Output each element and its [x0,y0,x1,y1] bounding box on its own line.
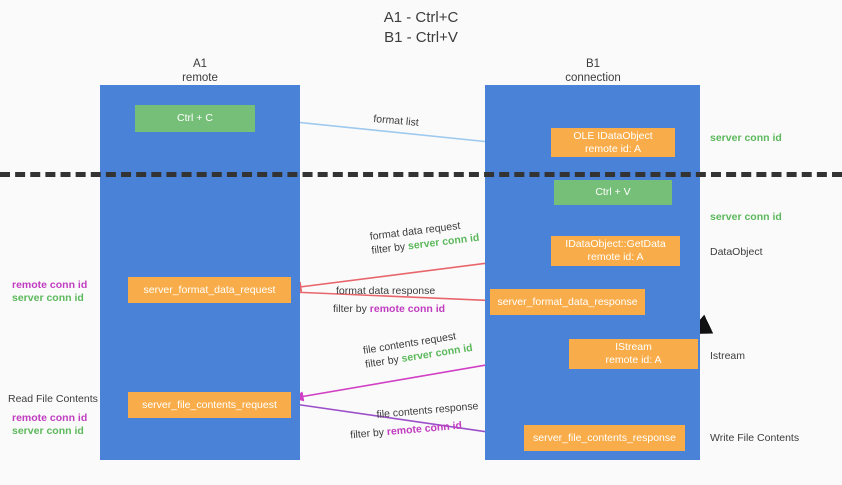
node-server-file-contents-request-label: server_file_contents_request [142,398,277,411]
edge-label-format-data-response: format data response filter by remote co… [333,284,445,316]
annotation-server-conn-id-2: server conn id [12,425,84,437]
node-ctrl-v-label: Ctrl + V [595,186,631,198]
column-header-b1-sub: connection [565,72,621,84]
annotation-read-file-contents: Read File Contents [8,393,98,405]
node-server-file-contents-response-label: server_file_contents_response [532,431,676,444]
node-istream-line1: IStream [615,341,652,353]
node-ctrl-v[interactable]: Ctrl + V [554,180,672,205]
annotation-write-file-contents: Write File Contents [710,432,800,444]
node-server-format-data-request[interactable]: server_format_data_request [128,277,291,303]
phase-separator [0,172,842,177]
node-istream-line2: remote id: A [605,354,662,366]
edge-label-file-contents-response-filter: filter by remote conn id [350,417,481,442]
edge-label-format-data-response-filter: filter by remote conn id [333,302,445,316]
column-header-a1-name: A1 [192,58,208,70]
node-idataobject-getdata-line1: IDataObject::GetData [565,238,666,250]
column-header-b1: B1 connection [503,57,683,85]
column-header-a1-sub: remote [182,72,218,84]
annotation-server-conn-id-1: server conn id [12,292,84,304]
title-line-1: A1 - Ctrl+C [383,9,459,26]
node-ole-idataobject-line1: OLE IDataObject [573,129,653,142]
annotation-remote-conn-id-2: remote conn id [12,412,88,424]
node-ole-idataobject-line2: remote id: A [584,142,642,155]
edge-label-format-data-request: format data request filter by server con… [369,217,480,258]
edge-label-file-contents-response: file contents response filter by remote … [350,399,481,441]
page-title: A1 - Ctrl+C B1 - Ctrl+V [0,8,842,48]
annotation-server-conn-id-mid: server conn id [710,211,782,223]
column-header-b1-name: B1 [585,58,601,70]
node-ctrl-c[interactable]: Ctrl + C [135,105,255,132]
annotation-remote-conn-id-1: remote conn id [12,279,88,291]
node-ctrl-c-label: Ctrl + C [177,112,213,124]
edge-label-format-data-response-text: format data response [336,285,436,297]
node-idataobject-getdata-line2: remote id: A [587,251,644,263]
filter-prefix: filter by [370,240,409,257]
annotation-istream: Istream [710,350,746,362]
filter-key-remote-conn-id: remote conn id [386,419,463,439]
annotation-server-conn-id-top: server conn id [710,132,782,144]
node-ole-idataobject[interactable]: OLE IDataObject remote id: A [551,128,675,157]
title-line-2: B1 - Ctrl+V [384,29,458,46]
node-istream[interactable]: IStream remote id: A [569,339,698,369]
node-server-file-contents-response[interactable]: server_file_contents_response [524,425,685,451]
edge-label-format-list-text: format list [372,112,420,129]
edge-label-format-list: format list [373,112,420,130]
column-header-a1: A1 remote [110,57,290,85]
filter-prefix: filter by [349,426,388,442]
node-server-format-data-request-label: server_format_data_request [143,283,276,296]
node-server-format-data-response[interactable]: server_format_data_response [490,289,645,315]
node-server-format-data-response-label: server_format_data_response [497,295,638,308]
filter-key-remote-conn-id: remote conn id [369,303,446,315]
filter-prefix: filter by [333,303,370,315]
arrow-file-contents-response [293,403,524,441]
annotation-dataobject: DataObject [710,246,763,258]
node-server-file-contents-request[interactable]: server_file_contents_request [128,392,291,418]
edge-label-file-contents-request: file contents request filter by server c… [362,327,474,372]
